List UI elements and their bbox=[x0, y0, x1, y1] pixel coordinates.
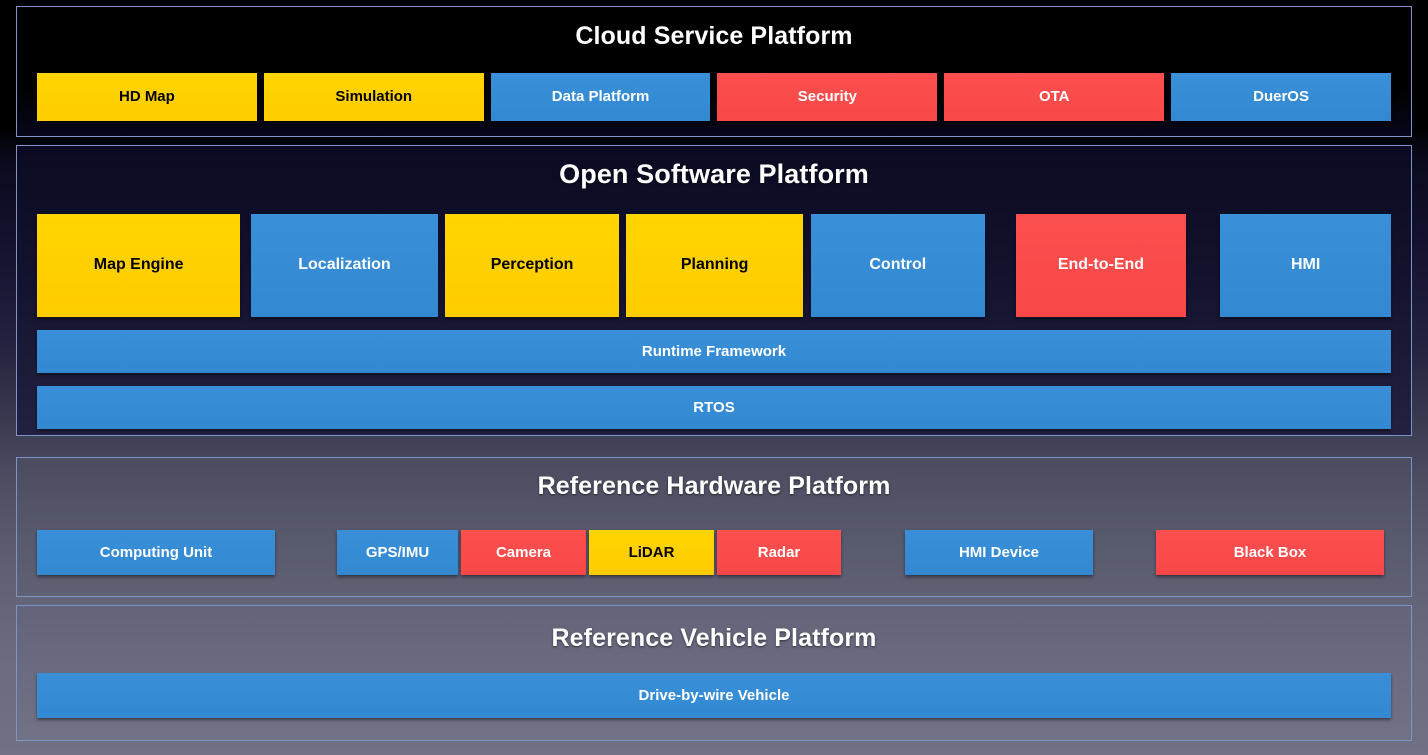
section-title-reference-hardware-platform: Reference Hardware Platform bbox=[537, 472, 891, 500]
box-computing-unit[interactable]: Computing Unit bbox=[37, 530, 275, 575]
box-lidar[interactable]: LiDAR bbox=[589, 530, 714, 575]
box-ota[interactable]: OTA bbox=[944, 73, 1165, 121]
section-title-cloud-service-platform: Cloud Service Platform bbox=[575, 22, 853, 50]
box-control[interactable]: Control bbox=[810, 214, 985, 317]
section-open-software-platform: Open Software Platform Map Engine Locali… bbox=[16, 145, 1412, 436]
row-software-modules: Map Engine Localization Perception Plann… bbox=[37, 214, 1391, 317]
box-drive-by-wire-vehicle[interactable]: Drive-by-wire Vehicle bbox=[37, 673, 1391, 718]
section-cloud-service-platform: Cloud Service Platform HD Map Simulation… bbox=[16, 6, 1412, 137]
section-reference-hardware-platform: Reference Hardware Platform Computing Un… bbox=[16, 457, 1412, 597]
box-hd-map[interactable]: HD Map bbox=[37, 73, 257, 121]
box-rtos[interactable]: RTOS bbox=[37, 386, 1391, 429]
box-runtime-framework[interactable]: Runtime Framework bbox=[37, 330, 1391, 373]
box-security[interactable]: Security bbox=[717, 73, 938, 121]
row-cloud-services: HD Map Simulation Data Platform Security… bbox=[37, 73, 1391, 121]
box-dueros[interactable]: DuerOS bbox=[1171, 73, 1391, 121]
box-black-box[interactable]: Black Box bbox=[1156, 530, 1384, 575]
row-hardware-components: Computing Unit GPS/IMU Camera LiDAR Rada… bbox=[37, 530, 1391, 575]
box-end-to-end[interactable]: End-to-End bbox=[1015, 214, 1187, 317]
box-gps-imu[interactable]: GPS/IMU bbox=[337, 530, 458, 575]
box-hmi-device[interactable]: HMI Device bbox=[905, 530, 1093, 575]
box-radar[interactable]: Radar bbox=[717, 530, 841, 575]
section-title-open-software-platform: Open Software Platform bbox=[559, 159, 869, 189]
row-rtos: RTOS bbox=[37, 386, 1391, 429]
box-localization[interactable]: Localization bbox=[251, 214, 438, 317]
section-title-reference-vehicle-platform: Reference Vehicle Platform bbox=[551, 624, 877, 652]
box-data-platform[interactable]: Data Platform bbox=[490, 73, 711, 121]
box-perception[interactable]: Perception bbox=[444, 214, 620, 317]
row-runtime-framework: Runtime Framework bbox=[37, 330, 1391, 373]
box-hmi[interactable]: HMI bbox=[1220, 214, 1391, 317]
row-vehicle: Drive-by-wire Vehicle bbox=[37, 673, 1391, 718]
box-planning[interactable]: Planning bbox=[626, 214, 803, 317]
box-camera[interactable]: Camera bbox=[461, 530, 586, 575]
box-map-engine[interactable]: Map Engine bbox=[37, 214, 241, 317]
box-simulation[interactable]: Simulation bbox=[263, 73, 484, 121]
section-reference-vehicle-platform: Reference Vehicle Platform Drive-by-wire… bbox=[16, 605, 1412, 741]
